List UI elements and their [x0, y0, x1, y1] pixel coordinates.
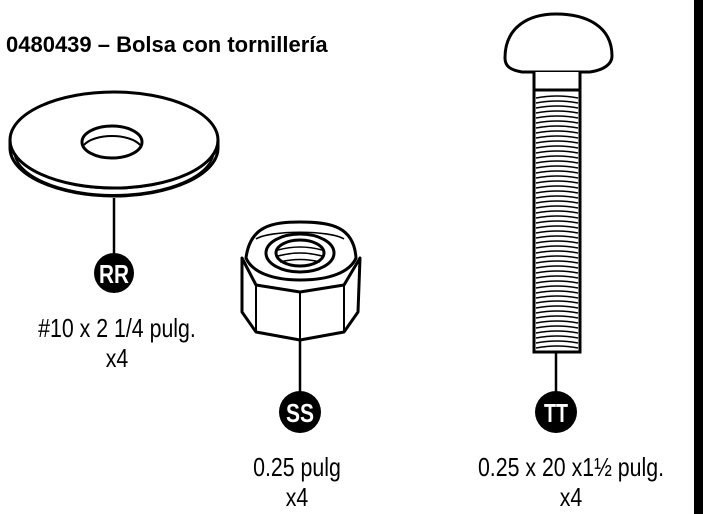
- right-edge-bar: [694, 0, 703, 514]
- rr-badge-label: RR: [99, 259, 129, 289]
- rr-badge: RR: [94, 253, 134, 293]
- rr-quantity: x4: [105, 343, 129, 373]
- rr-spec-label: #10 x 2 1/4 pulg. x4: [23, 313, 212, 373]
- ss-badge-label: SS: [286, 398, 314, 428]
- tt-badge: TT: [535, 391, 577, 433]
- rr-spec: #10 x 2 1/4 pulg.: [38, 313, 196, 343]
- tt-quantity: x4: [559, 482, 583, 512]
- ss-badge: SS: [279, 391, 321, 433]
- carriage-bolt-icon: [503, 12, 614, 354]
- tt-badge-label: TT: [544, 398, 568, 428]
- tt-spec-label: 0.25 x 20 x1½ pulg. x4: [452, 452, 690, 512]
- tt-spec: 0.25 x 20 x1½ pulg.: [477, 452, 665, 482]
- ss-spec-label: 0.25 pulg x4: [236, 452, 359, 512]
- page-title: 0480439 – Bolsa con tornillería: [6, 32, 328, 57]
- lock-nut-icon: [240, 220, 362, 342]
- ss-spec: 0.25 pulg: [253, 452, 341, 482]
- washer-icon: [8, 90, 220, 198]
- ss-quantity: x4: [285, 482, 309, 512]
